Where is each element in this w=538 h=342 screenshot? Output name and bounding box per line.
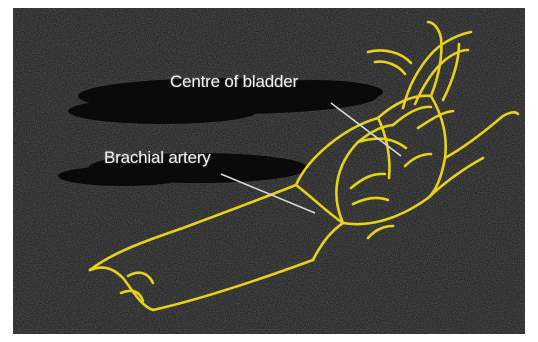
arm-cuff-illustration bbox=[13, 8, 525, 334]
diagram-slide: Centre of bladder Brachial artery bbox=[13, 8, 525, 334]
label-brachial-artery: Brachial artery bbox=[104, 148, 211, 168]
label-centre-of-bladder: Centre of bladder bbox=[170, 72, 298, 92]
